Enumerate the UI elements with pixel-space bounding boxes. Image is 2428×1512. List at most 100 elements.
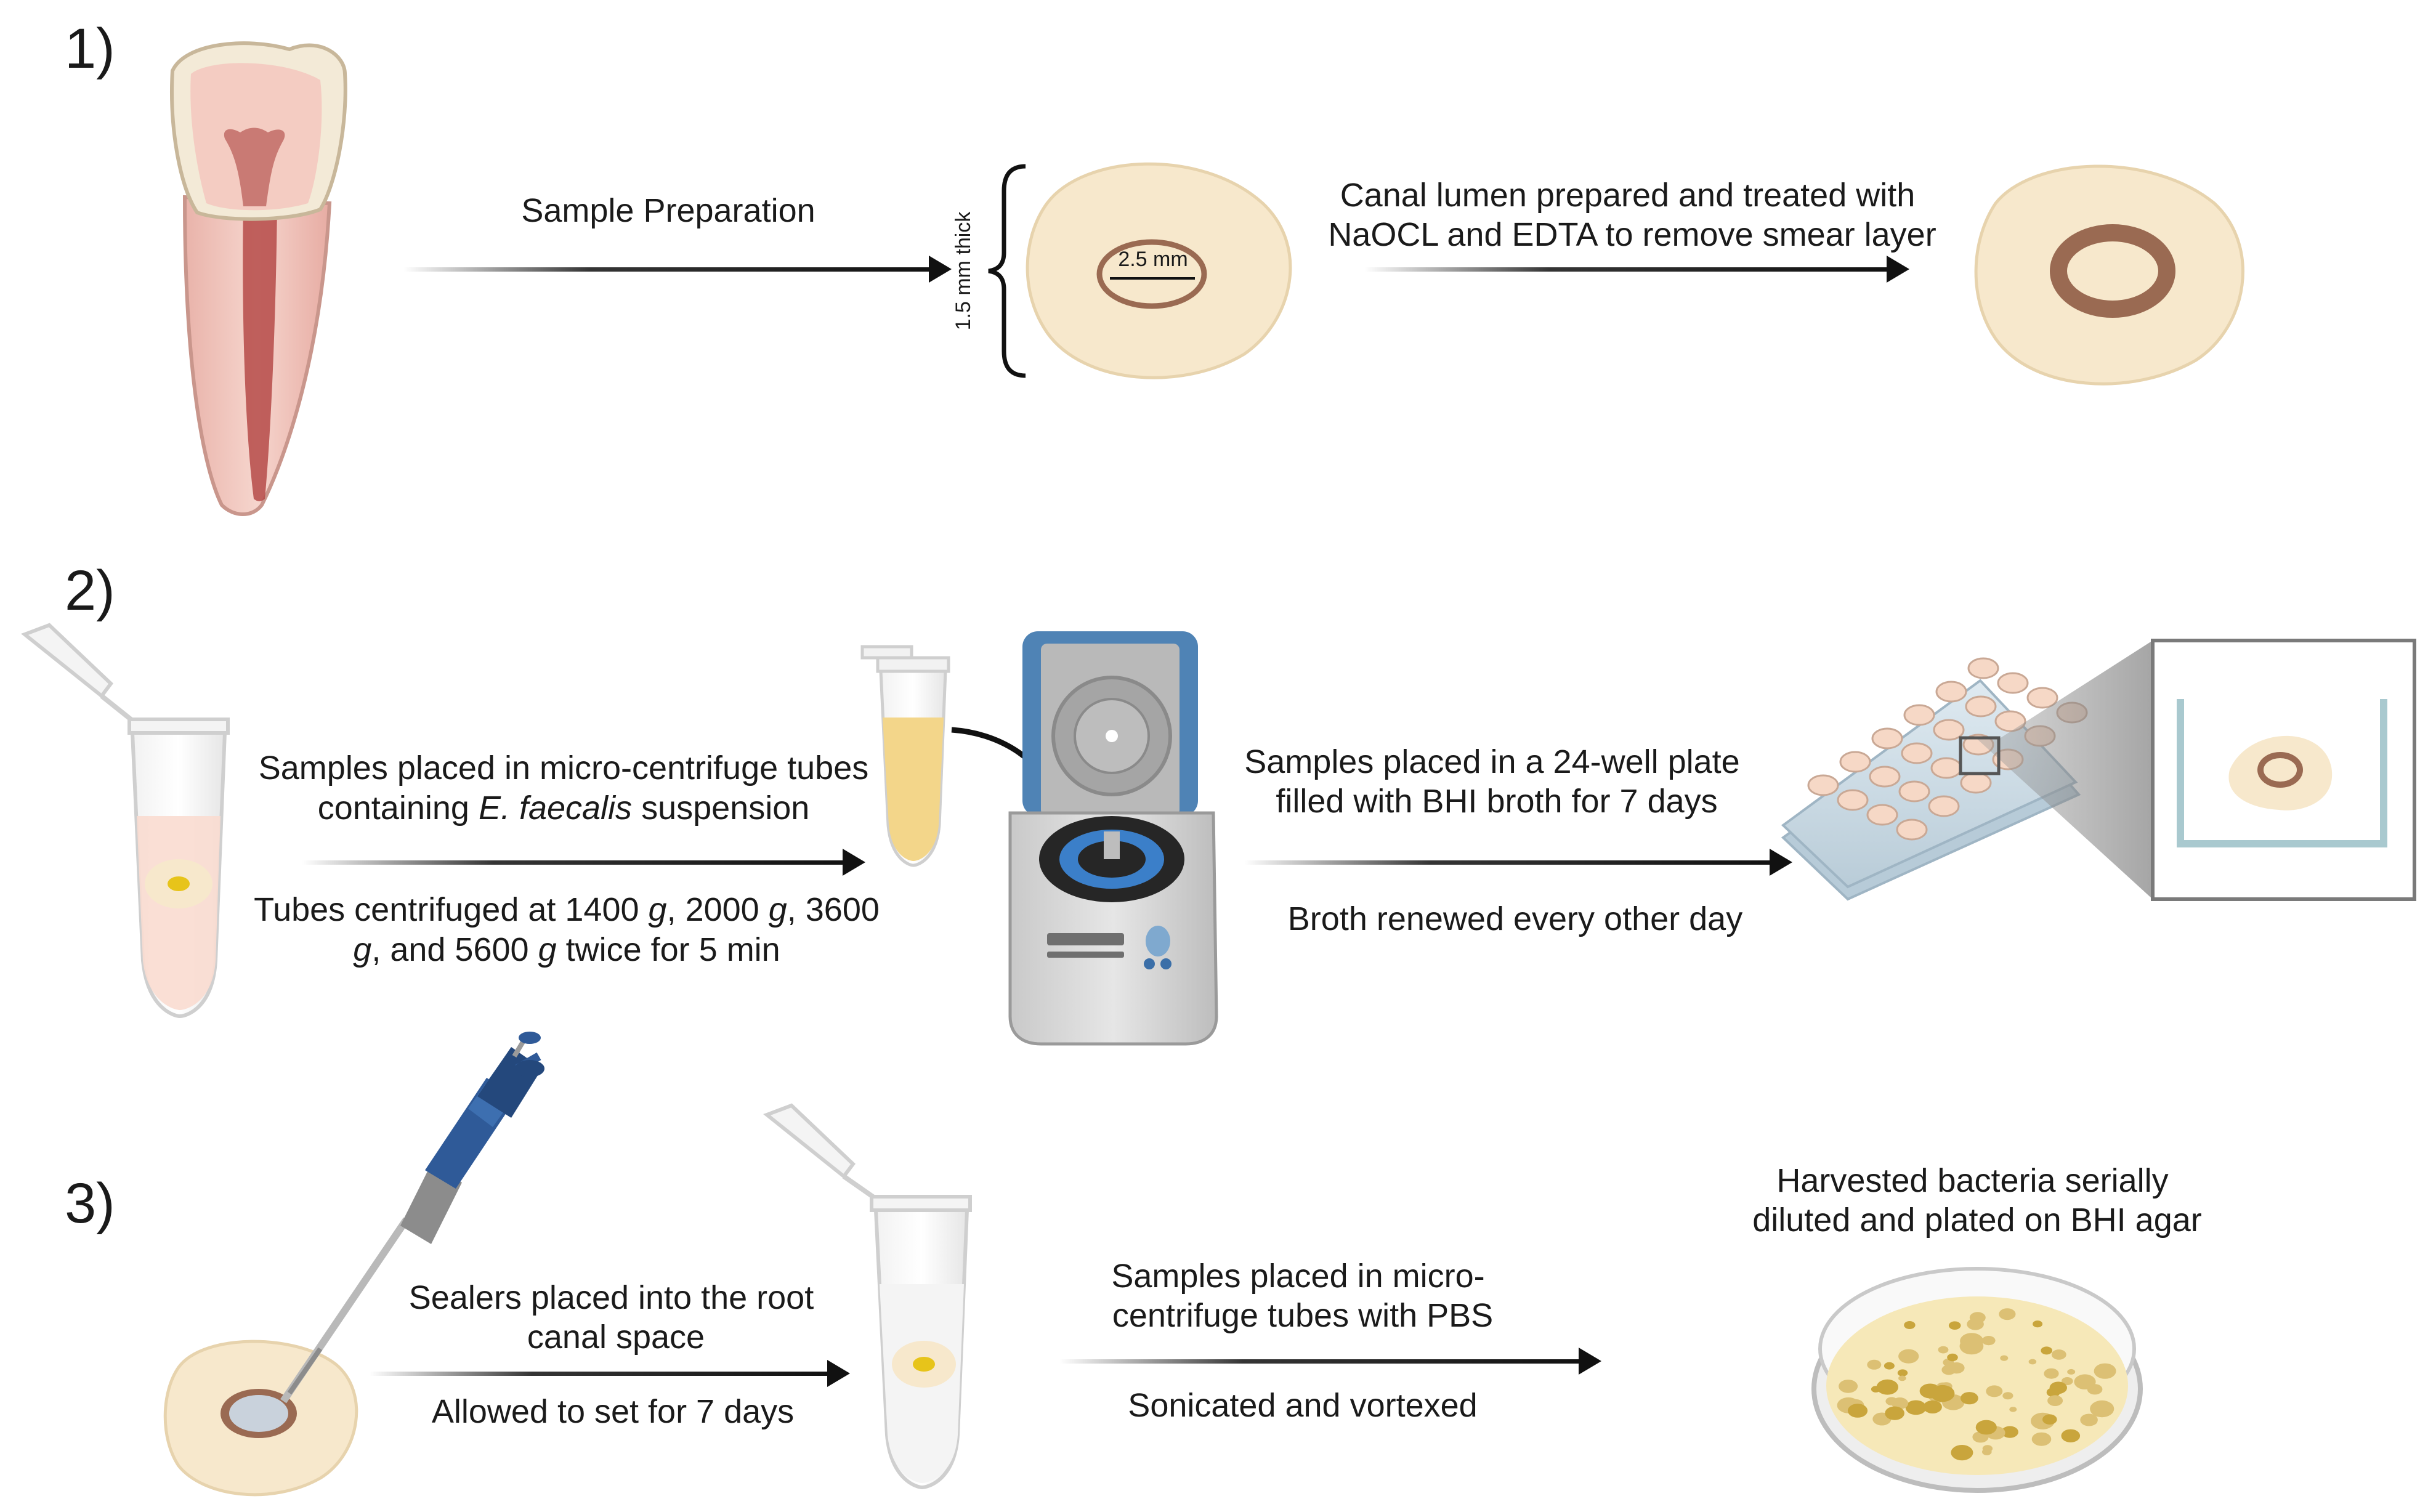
thickness-brace — [988, 164, 1026, 378]
bacteria-colony — [1905, 1400, 1927, 1415]
well — [1903, 704, 1935, 726]
step-3-arrow-1-above: Sealers placed into the root canal space — [409, 1279, 823, 1356]
prepared-root-slice-icon — [1974, 164, 2244, 386]
bacteria-colony — [1999, 1308, 2016, 1320]
bacteria-colony — [1867, 1359, 1882, 1370]
bacteria-colony — [2044, 1368, 2059, 1379]
step-1-number: 1) — [65, 17, 115, 80]
petri-dish-icon — [1811, 1267, 2143, 1493]
step-2-arrow-2-above: Samples placed in a 24-well plate filled… — [1244, 743, 1749, 820]
final-label: Harvested bacteria serially diluted and … — [1752, 1162, 2202, 1239]
step-2-arrow-1-species-line: containing E. faecalis suspension — [318, 790, 810, 827]
bacteria-colony — [1951, 1445, 1973, 1461]
bacteria-colony — [1986, 1385, 2003, 1397]
bacteria-colony — [2042, 1414, 2057, 1425]
step-2-arrow-1-above: Samples placed in micro-centrifuge tubes — [259, 750, 868, 786]
well — [1839, 751, 1871, 773]
well — [1965, 695, 1997, 718]
bacteria-colony — [1981, 1336, 1996, 1346]
well — [1896, 819, 1928, 841]
bacteria-colony — [2009, 1407, 2017, 1412]
zoom-detail — [1959, 639, 2416, 901]
step-3-arrow-1-below: Allowed to set for 7 days — [432, 1393, 794, 1430]
well — [1869, 766, 1901, 788]
step-2-number: 2) — [65, 559, 115, 622]
thickness-label: 1.5 mm thick — [952, 211, 975, 331]
well — [1967, 657, 1999, 679]
bacteria-colony — [1969, 1312, 1986, 1324]
bacteria-colony — [1839, 1380, 1858, 1393]
well — [1930, 757, 1962, 779]
step-2-arrow-2-below: Broth renewed every other day — [1288, 900, 1742, 937]
step-2-arrow-1-below-2: g, and 5600 g twice for 5 min — [353, 931, 780, 968]
bacteria-colony — [1960, 1333, 1984, 1349]
well — [1837, 789, 1869, 811]
bacteria-colony — [2028, 1359, 2037, 1365]
step-3-arrow-1 — [370, 1360, 850, 1387]
bacteria-colony — [1885, 1406, 1904, 1420]
well — [1866, 804, 1898, 826]
bacteria-colony — [1891, 1397, 1909, 1409]
bacteria-colony — [1884, 1362, 1895, 1370]
bacteria-colony — [1847, 1404, 1868, 1418]
well — [1997, 672, 2029, 694]
bacteria-colony — [1904, 1321, 1916, 1329]
pipette-icon — [280, 1032, 544, 1404]
bacteria-colony — [1897, 1369, 1908, 1377]
bacteria-colony — [2031, 1432, 2052, 1446]
step-2-arrow-1 — [302, 849, 865, 876]
bacteria-colony — [2082, 1378, 2092, 1386]
bacteria-colony — [2001, 1426, 2018, 1438]
root-slice-icon — [1026, 162, 1292, 379]
well — [1935, 681, 1967, 703]
bacteria-colony — [1961, 1392, 1978, 1405]
pbs-tube-icon — [763, 1103, 972, 1490]
step-3-arrow-2-above: Samples placed in micro- centrifuge tube… — [1111, 1258, 1494, 1334]
bacteria-colony — [1930, 1385, 1955, 1402]
well — [1960, 772, 1992, 794]
tooth-icon — [170, 41, 347, 516]
bacteria-colony — [1982, 1448, 1992, 1455]
well — [1807, 774, 1839, 796]
bacteria-colony — [2086, 1417, 2098, 1426]
bacteria-colony — [2062, 1377, 2073, 1385]
lumen-diameter-label: 2.5 mm — [1118, 248, 1188, 271]
centrifuge-icon — [1008, 631, 1218, 1046]
step-2-arrow-2 — [1244, 849, 1792, 876]
sealer-slice-icon — [163, 1340, 358, 1497]
step-3-number: 3) — [65, 1172, 115, 1235]
bacteria-colony — [1947, 1353, 1958, 1362]
well — [1901, 742, 1933, 764]
bacteria-colony — [1898, 1375, 1906, 1381]
microcentrifuge-tube-icon — [21, 623, 230, 1019]
bacteria-colony — [1948, 1321, 1961, 1330]
step-3-arrow-2-below: Sonicated and vortexed — [1128, 1387, 1477, 1424]
bacteria-colony — [2049, 1381, 2067, 1394]
bacteria-colony — [1941, 1365, 1956, 1375]
bacteria-colony — [1898, 1349, 1919, 1364]
bacteria-colony — [2094, 1363, 2116, 1379]
well — [1928, 795, 1960, 817]
step-1-arrow-1-label: Sample Preparation — [521, 192, 815, 229]
bacteria-colony — [2033, 1320, 2043, 1328]
bacteria-colony — [2067, 1368, 2076, 1375]
well — [1898, 780, 1930, 802]
well — [1994, 710, 2026, 732]
step-3-arrow-2 — [1059, 1348, 1601, 1375]
bacteria-colony — [1938, 1346, 1949, 1354]
bacteria-colony — [2090, 1400, 2114, 1418]
well — [2026, 687, 2058, 709]
bacteria-colony — [2000, 1355, 2009, 1361]
bacteria-colony — [1876, 1379, 1898, 1395]
step-1-arrow-1 — [403, 256, 952, 283]
step-2-arrow-1-below-1: Tubes centrifuged at 1400 g, 2000 g, 360… — [254, 891, 880, 928]
bacteria-colony — [1923, 1400, 1942, 1413]
well — [1933, 719, 1965, 741]
step-1-arrow-2-label: Canal lumen prepared and treated with Na… — [1328, 177, 1936, 253]
bacteria-colony — [1975, 1420, 1997, 1435]
step-1-arrow-2 — [1364, 256, 1909, 283]
bacteria-colony — [2041, 1346, 2052, 1355]
bacteria-colony — [2047, 1395, 2063, 1406]
bacteria-colony — [2051, 1349, 2066, 1360]
